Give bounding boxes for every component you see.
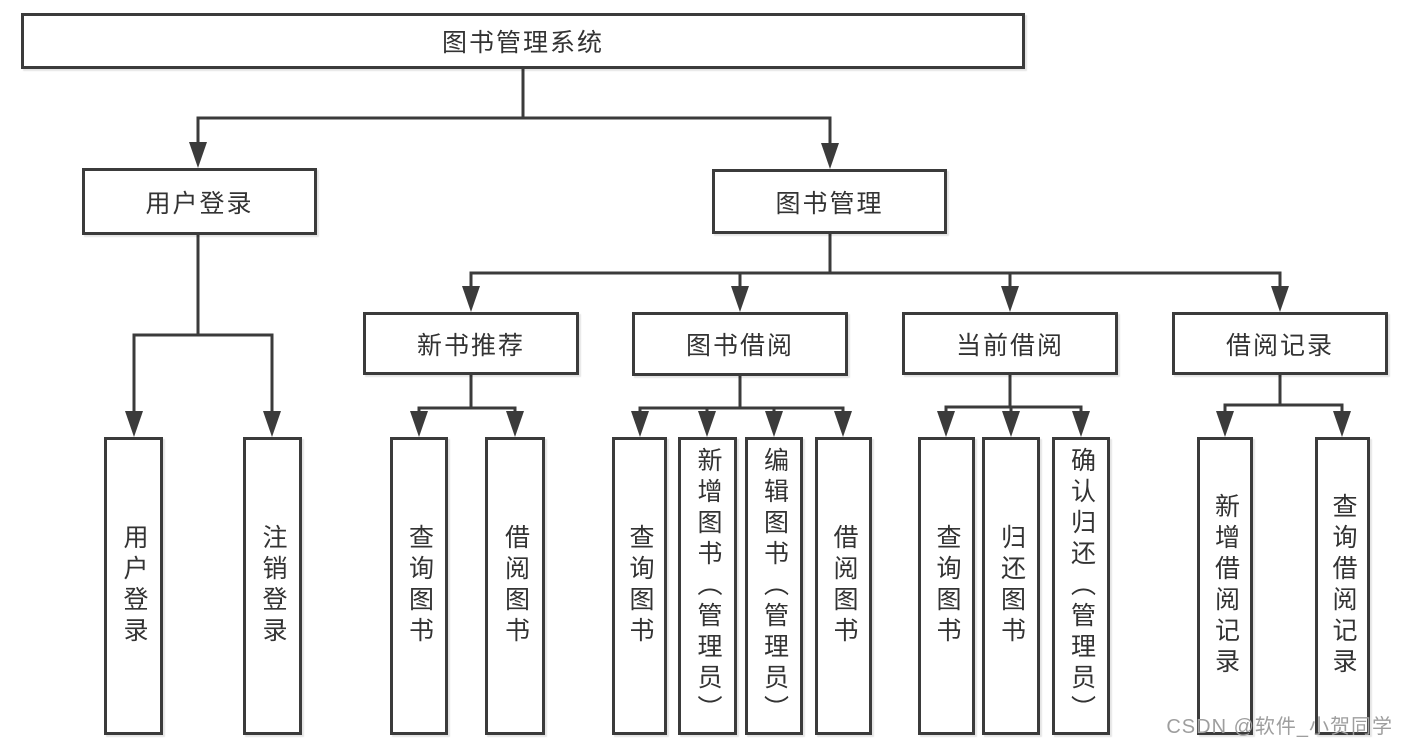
- node-records-query-borrow-record: 查询借阅记录: [1315, 437, 1370, 735]
- node-currentborrow-return-books: 归还图书: [982, 437, 1040, 735]
- node-book-borrow: 图书借阅: [632, 312, 848, 376]
- node-bookborrow-add-books-admin: 新增图书（管理员）: [678, 437, 737, 735]
- node-bookborrow-query-books: 查询图书: [612, 437, 667, 735]
- node-userlogin-logout: 注销登录: [243, 437, 302, 735]
- node-borrow-records: 借阅记录: [1172, 312, 1388, 375]
- node-current-borrow: 当前借阅: [902, 312, 1118, 375]
- node-newbooks-borrow-books: 借阅图书: [485, 437, 545, 735]
- node-bookborrow-borrow-books: 借阅图书: [815, 437, 872, 735]
- node-book-management: 图书管理: [712, 169, 947, 234]
- node-userlogin-login: 用户登录: [104, 437, 163, 735]
- node-currentborrow-query-books: 查询图书: [918, 437, 975, 735]
- node-newbooks-query-books: 查询图书: [390, 437, 448, 735]
- csdn-watermark: CSDN @软件_小贺同学: [1166, 716, 1393, 738]
- node-library-management-system: 图书管理系统: [21, 13, 1025, 69]
- node-new-book-recommend: 新书推荐: [363, 312, 579, 375]
- node-currentborrow-confirm-return-admin: 确认归还（管理员）: [1052, 437, 1110, 735]
- node-records-add-borrow-record: 新增借阅记录: [1197, 437, 1253, 735]
- node-user-login: 用户登录: [82, 168, 317, 235]
- node-bookborrow-edit-books-admin: 编辑图书（管理员）: [745, 437, 803, 735]
